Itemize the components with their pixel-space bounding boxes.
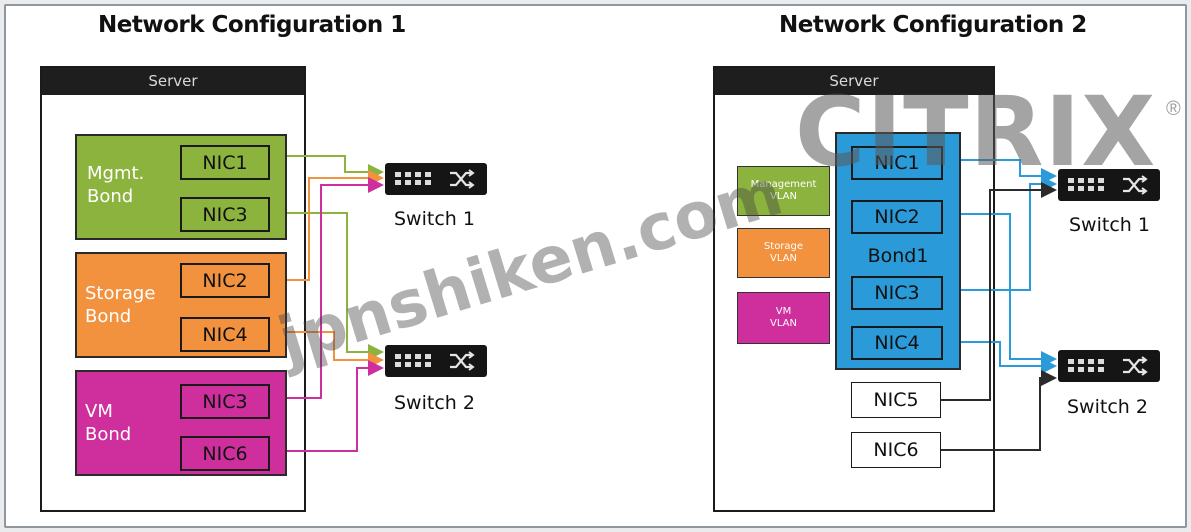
- config2-vm-vlan: VM VLAN: [737, 292, 830, 344]
- shuffle-icon: [450, 351, 475, 371]
- config2-switch2: [1058, 350, 1160, 382]
- switch-ports-icon: [1068, 359, 1108, 373]
- shuffle-icon: [1123, 175, 1148, 195]
- config2-bond-nic1: NIC1: [851, 146, 943, 180]
- wire-nic6-switch2: [941, 370, 1057, 451]
- wire-bond-nic1-switch1: [961, 159, 1057, 184]
- config2-bond-nic2: NIC2: [851, 200, 943, 234]
- config2-storage-vlan: Storage VLAN: [737, 228, 830, 278]
- config1-storage-bond: Storage Bond NIC2 NIC4: [75, 252, 287, 358]
- wire-vm-nic3-switch1: [287, 177, 384, 399]
- registered-mark: ®: [1166, 98, 1181, 120]
- config2-nic5: NIC5: [851, 382, 941, 418]
- config2-management-vlan: Management VLAN: [737, 166, 830, 216]
- config1-switch1-label: Switch 1: [394, 208, 475, 230]
- wire-storage-nic2-switch1: [287, 170, 384, 281]
- config1-storage-nic4: NIC4: [180, 317, 270, 352]
- citrix-logo: CITRIX: [795, 76, 1157, 188]
- config2-bond1: NIC1 NIC2 Bond1 NIC3 NIC4: [835, 132, 961, 370]
- config1-server-header: Server: [42, 68, 304, 95]
- wire-nic5-switch1: [941, 182, 1057, 401]
- config1-mgmt-nic1: NIC1: [180, 145, 270, 180]
- config2-switch1: [1058, 169, 1160, 201]
- wire-mgmt-nic3-switch2: [287, 212, 384, 360]
- config1-mgmt-nic3: NIC3: [180, 197, 270, 232]
- config1-vm-nic3: NIC3: [180, 384, 270, 419]
- switch-ports-icon: [395, 172, 435, 186]
- config1-vm-nic6: NIC6: [180, 436, 270, 471]
- config2-nic6: NIC6: [851, 432, 941, 468]
- wire-vm-nic6-switch2: [287, 360, 384, 452]
- config1-storage-bond-label: Storage Bond: [85, 283, 156, 327]
- config2-bond-nic3: NIC3: [851, 276, 943, 310]
- switch-ports-icon: [1068, 178, 1108, 192]
- config2-switch1-label: Switch 1: [1069, 214, 1150, 236]
- config1-switch2-label: Switch 2: [394, 392, 475, 414]
- config1-title: Network Configuration 1: [98, 12, 406, 38]
- switch-ports-icon: [395, 354, 435, 368]
- config2-switch2-label: Switch 2: [1067, 396, 1148, 418]
- config1-vm-bond-label: VM Bond: [85, 401, 132, 445]
- wire-bond-nic2-switch2: [961, 213, 1057, 367]
- wire-bond-nic4-switch2: [961, 341, 1057, 374]
- wire-bond-nic3-switch1: [961, 176, 1057, 291]
- config1-vm-bond: VM Bond NIC3 NIC6: [75, 370, 287, 476]
- wire-storage-nic4-switch2: [287, 331, 384, 368]
- shuffle-icon: [450, 169, 475, 189]
- wire-mgmt-nic1-switch1: [287, 155, 384, 180]
- config1-switch2: [385, 345, 487, 377]
- config2-title: Network Configuration 2: [779, 12, 1087, 38]
- config1-mgmt-bond: Mgmt. Bond NIC1 NIC3: [75, 134, 287, 240]
- config2-bond1-label: Bond1: [867, 245, 929, 267]
- config1-mgmt-bond-label: Mgmt. Bond: [87, 163, 145, 207]
- config2-server-header: Server: [715, 68, 993, 95]
- config1-storage-nic2: NIC2: [180, 263, 270, 298]
- config2-bond-nic4: NIC4: [851, 326, 943, 360]
- shuffle-icon: [1123, 356, 1148, 376]
- config1-switch1: [385, 163, 487, 195]
